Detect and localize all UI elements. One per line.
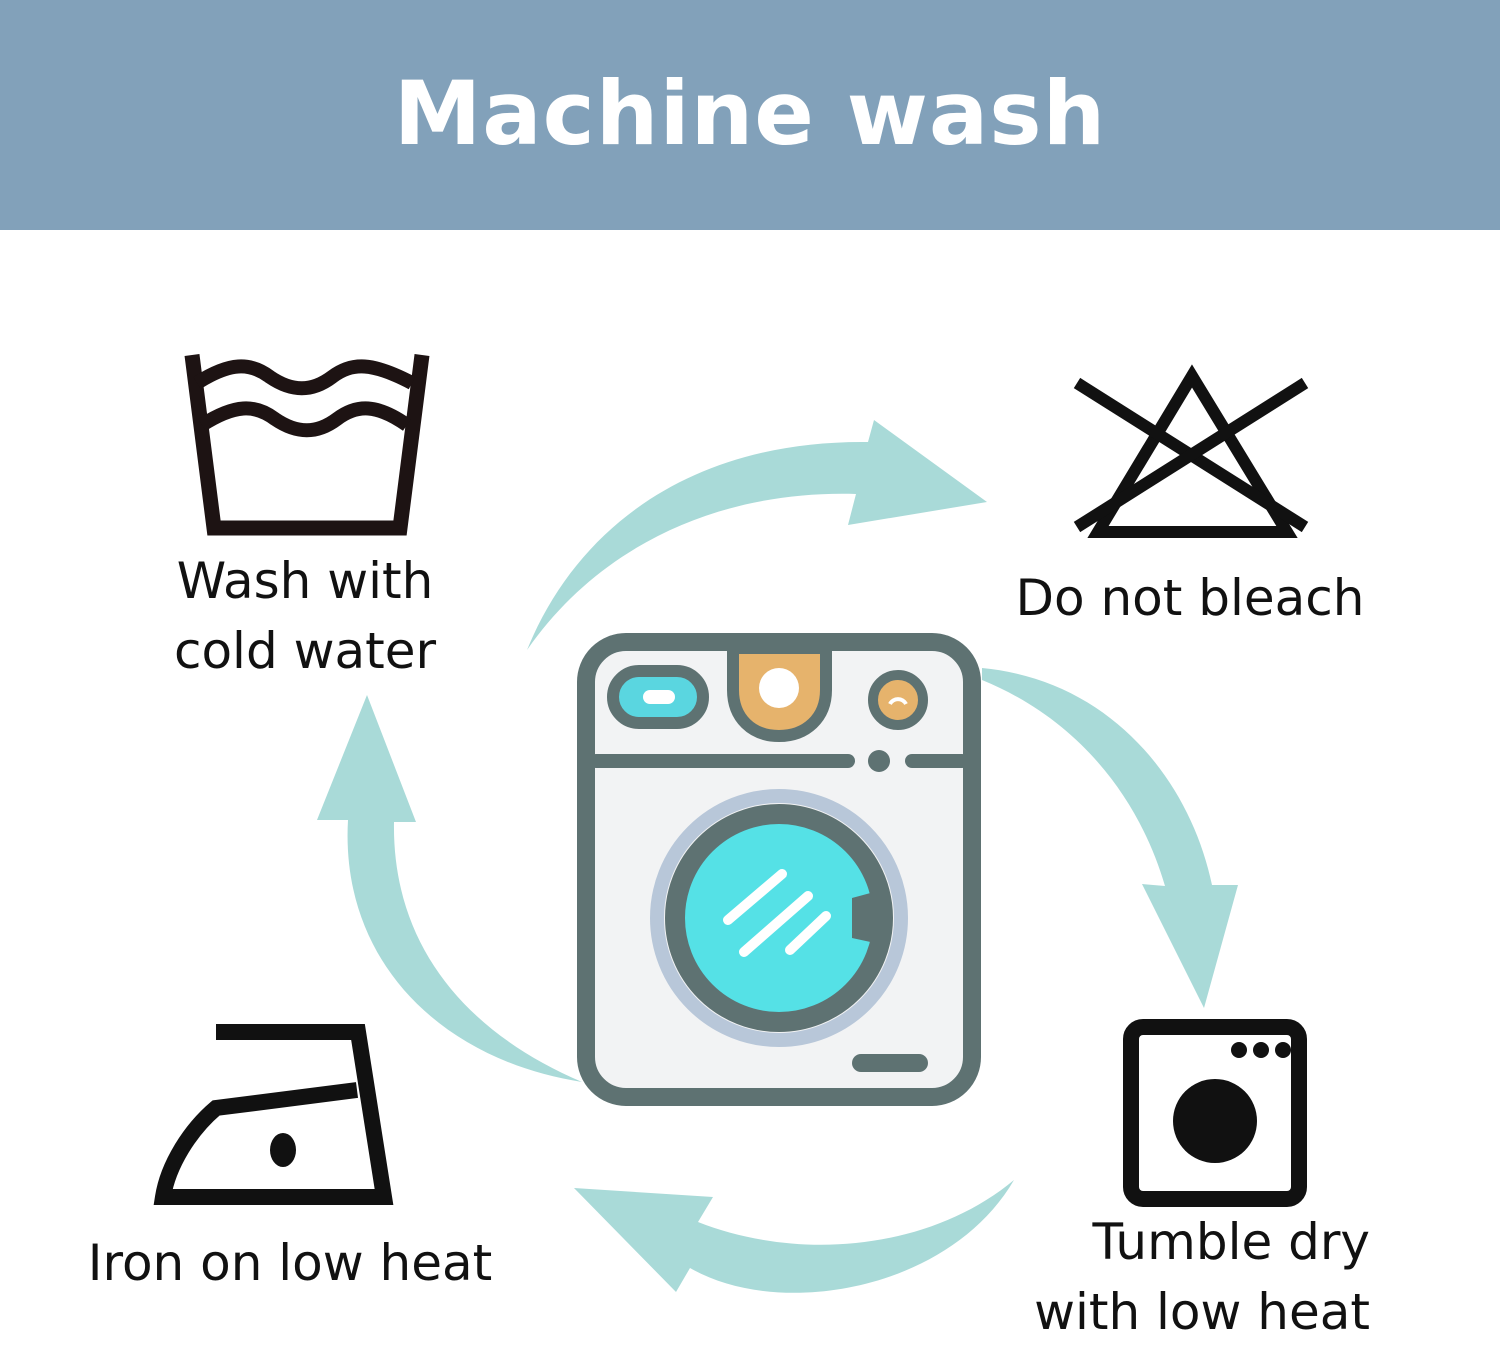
wash-label-line2: cold water <box>173 622 437 680</box>
arrow-bottom-icon <box>574 1180 1014 1293</box>
header-banner: Machine wash <box>0 0 1500 230</box>
arrow-right-icon <box>982 668 1238 1008</box>
bleach-label-text: Do not bleach <box>1015 569 1365 627</box>
arrow-top-icon <box>527 420 987 650</box>
tumble-dryer-icon <box>1123 1019 1307 1207</box>
wash-label: Wash with cold water <box>170 546 440 686</box>
page-title: Machine wash <box>393 61 1107 165</box>
tumble-label-line2: with low heat <box>1034 1283 1370 1341</box>
tumble-label: Tumble dry with low heat <box>1010 1207 1370 1347</box>
arrow-left-icon <box>317 695 582 1082</box>
iron-label: Iron on low heat <box>80 1228 500 1298</box>
cycle-arrows <box>317 420 1238 1293</box>
bleach-label: Do not bleach <box>1000 563 1380 633</box>
tumble-label-line1: Tumble dry <box>1092 1213 1370 1271</box>
wash-label-line1: Wash with <box>176 552 434 610</box>
iron-one-dot-icon <box>153 1024 394 1205</box>
washing-machine-icon <box>577 633 981 1106</box>
wash-tub-icon <box>184 354 430 536</box>
crossed-triangle-icon <box>1073 364 1309 538</box>
iron-label-text: Iron on low heat <box>87 1234 493 1292</box>
